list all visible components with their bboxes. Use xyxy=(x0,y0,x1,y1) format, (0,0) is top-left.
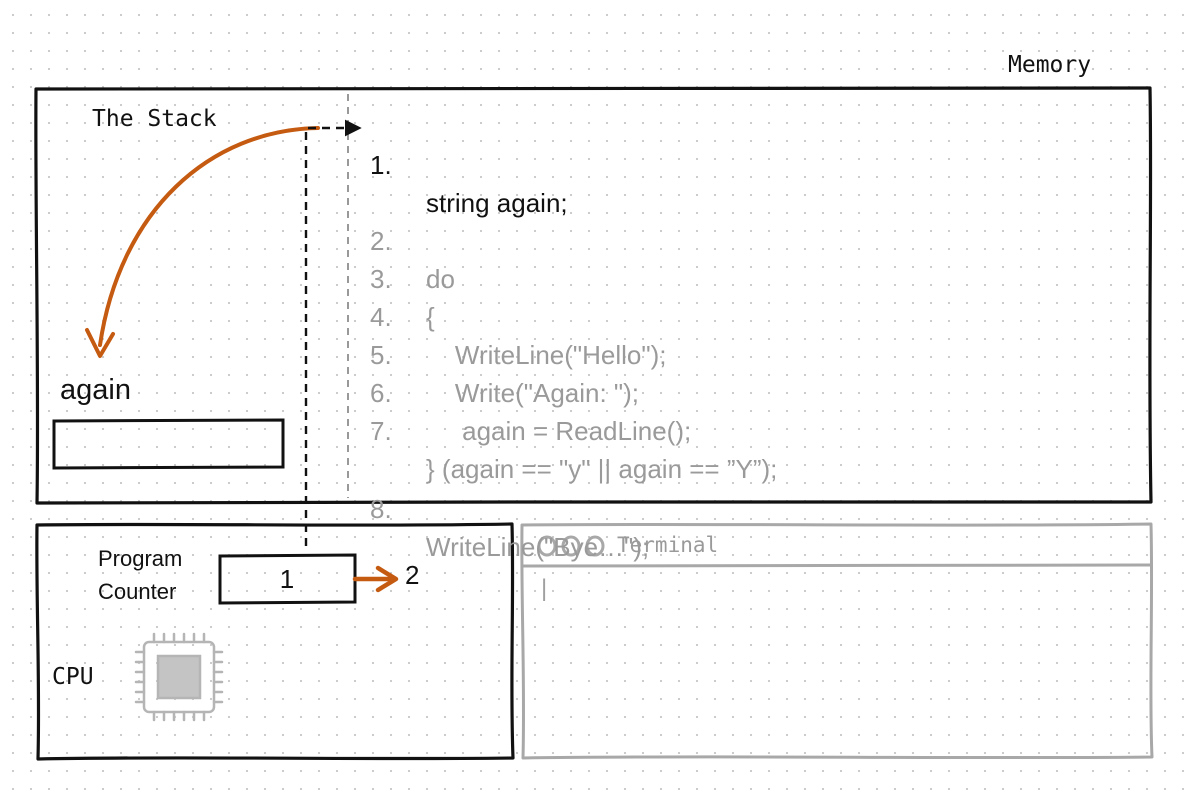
program-counter-box xyxy=(218,553,357,605)
line-code: do xyxy=(426,264,455,294)
terminal-cursor[interactable]: | xyxy=(541,575,548,602)
allocation-arrow-head xyxy=(85,328,115,358)
traffic-light-dots-icon xyxy=(537,535,605,557)
cpu-box xyxy=(35,522,515,761)
line-code: { xyxy=(426,302,435,332)
cpu-label: CPU xyxy=(52,664,94,690)
code-line-2: 2. do xyxy=(370,184,455,294)
code-line-6: 6. again = ReadLine(); xyxy=(370,336,691,446)
code-listing: 1. string again; 2. do 3. { 4. WriteLine… xyxy=(370,0,1130,562)
pc-pointer-line xyxy=(304,119,362,546)
stack-title: The Stack xyxy=(92,106,217,132)
pc-increment-arrow-head xyxy=(375,565,399,593)
memory-title: Memory xyxy=(1008,52,1092,78)
line-code: WriteLine("Bye…"); xyxy=(426,532,650,562)
line-number: 7. xyxy=(370,416,392,446)
terminal-titlebar-divider xyxy=(522,563,1152,568)
program-counter-value: 1 xyxy=(279,564,295,594)
line-number: 3. xyxy=(370,264,392,294)
code-line-4: 4. WriteLine("Hello"); xyxy=(370,260,667,370)
line-number: 5. xyxy=(370,340,392,370)
program-counter-next: 2 xyxy=(405,560,420,590)
line-code: WriteLine("Hello"); xyxy=(426,340,667,370)
line-code: string again; xyxy=(426,188,568,218)
memory-box xyxy=(34,86,1153,505)
code-line-3: 3. { xyxy=(370,222,435,332)
line-number: 1. xyxy=(370,150,392,180)
pc-label-text: Program Counter xyxy=(98,546,183,604)
code-line-1: 1. string again; xyxy=(370,108,568,218)
line-number: 2. xyxy=(370,226,392,256)
code-line-7: 7. } (again == "y" || again == ”Y”); xyxy=(370,374,777,484)
code-line-8: 8. WriteLine("Bye…"); xyxy=(370,452,649,562)
terminal-title: Terminal xyxy=(617,533,719,557)
line-code: again = ReadLine(); xyxy=(426,416,692,446)
allocation-arrow xyxy=(98,126,320,347)
terminal-window xyxy=(520,522,1154,760)
line-code: } (again == "y" || again == ”Y”); xyxy=(426,454,778,484)
code-line-5: 5. Write("Again: "); xyxy=(370,298,639,408)
line-number: 8. xyxy=(370,494,392,524)
line-number: 4. xyxy=(370,302,392,332)
cpu-chip-icon xyxy=(134,632,224,722)
again-variable-box xyxy=(52,418,285,470)
program-counter-label: Program Counter xyxy=(98,542,182,608)
line-number: 6. xyxy=(370,378,392,408)
line-code: Write("Again: "); xyxy=(426,378,640,408)
stack-variable-name: again xyxy=(60,374,131,406)
